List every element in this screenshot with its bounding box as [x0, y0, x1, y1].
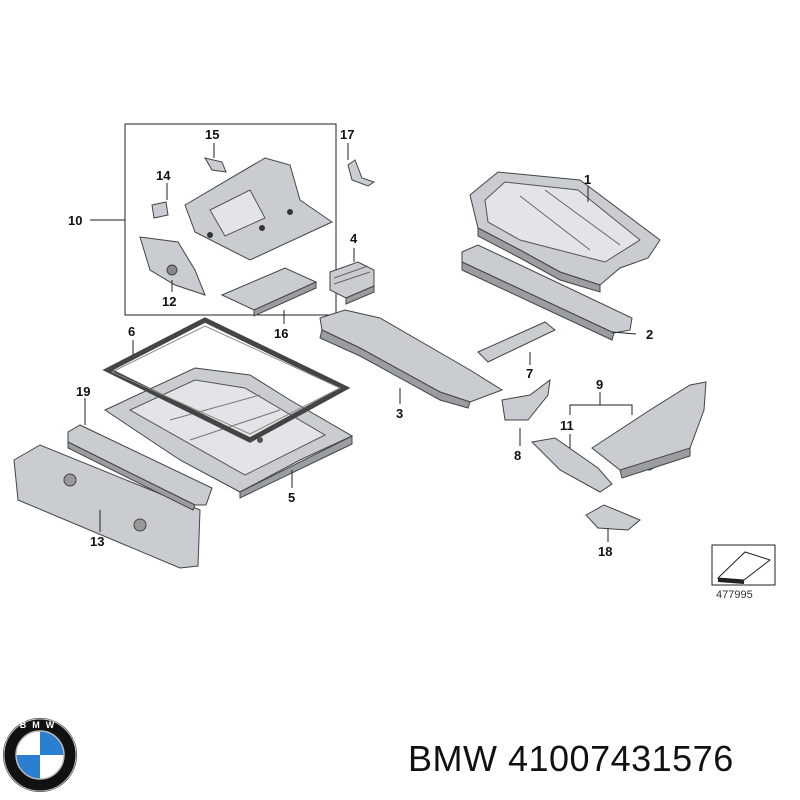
part-17-clip[interactable] — [347, 159, 376, 187]
part-1-floor-panel[interactable] — [469, 171, 661, 293]
callout-15: 15 — [205, 127, 219, 142]
leader-lines — [84, 143, 637, 542]
callout-19: 19 — [76, 384, 90, 399]
part-4-block[interactable] — [329, 261, 375, 305]
callout-2: 2 — [646, 327, 653, 342]
part-9-side-panel[interactable] — [591, 381, 707, 479]
callout-1: 1 — [584, 172, 591, 187]
callout-6: 6 — [128, 324, 135, 339]
callout-3: 3 — [396, 406, 403, 421]
part-13-rear-panel[interactable] — [13, 444, 201, 569]
part-7-bracket[interactable] — [477, 321, 556, 363]
part-10-assembly[interactable] — [184, 157, 334, 261]
callout-18: 18 — [598, 544, 612, 559]
part-19-member[interactable] — [67, 424, 213, 511]
reference-icon-box: 477995 — [711, 544, 776, 601]
part-8-bracket[interactable] — [501, 378, 551, 421]
part-3-tunnel[interactable] — [319, 309, 504, 409]
part-14-clip[interactable] — [151, 201, 169, 219]
part-15-bracket[interactable] — [203, 157, 227, 173]
callout-10: 10 — [68, 213, 82, 228]
callout-16: 16 — [274, 326, 288, 341]
callout-12: 12 — [162, 294, 176, 309]
reference-number: 477995 — [716, 589, 753, 601]
callout-4: 4 — [350, 231, 358, 246]
callout-9: 9 — [596, 377, 603, 392]
callout-14: 14 — [156, 168, 171, 183]
part-6-frame[interactable] — [102, 317, 351, 443]
part-2-cross-member[interactable] — [461, 244, 633, 341]
part-18-bracket[interactable] — [585, 504, 641, 531]
callout-8: 8 — [514, 448, 521, 463]
callout-13: 13 — [90, 534, 104, 549]
part-12-side-plate[interactable] — [139, 236, 206, 296]
callouts: 1 2 3 4 5 6 7 8 9 10 11 12 13 14 15 16 1… — [68, 127, 653, 559]
part-11-side-panel[interactable] — [530, 437, 613, 493]
callout-17: 17 — [340, 127, 354, 142]
logo-lettering: BMW — [20, 720, 61, 730]
callout-11: 11 — [560, 418, 574, 433]
bmw-logo: BMW — [3, 718, 77, 792]
arrow-icon — [716, 551, 772, 581]
callout-7: 7 — [526, 366, 533, 381]
part-caption: BMW 41007431576 — [408, 738, 734, 779]
part-16-tray[interactable] — [220, 267, 318, 317]
callout-5: 5 — [288, 490, 295, 505]
